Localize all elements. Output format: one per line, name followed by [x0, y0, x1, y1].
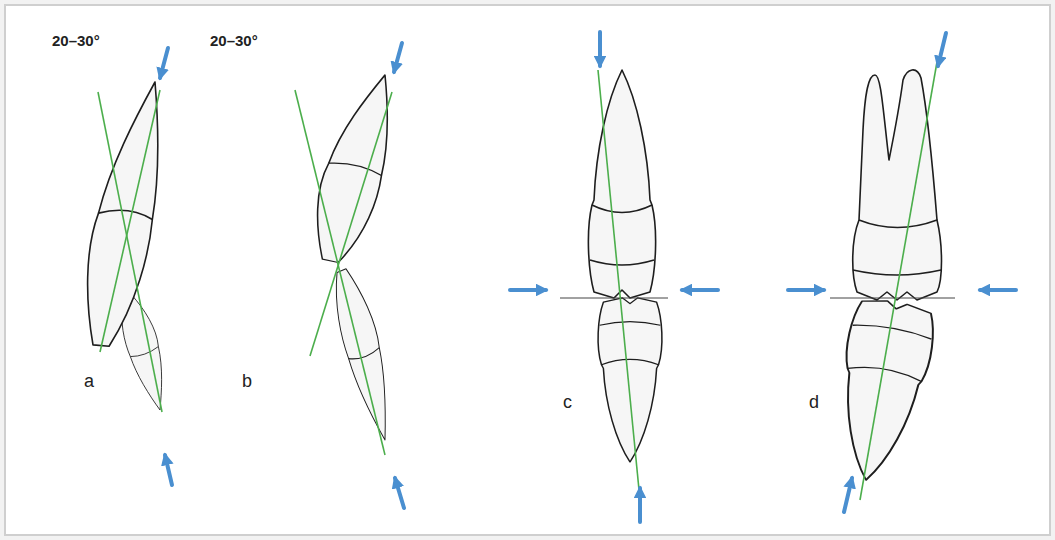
panel-letter: c — [563, 393, 572, 413]
panel-letter: a — [84, 372, 94, 392]
angle-label: 20–30° — [210, 33, 258, 50]
panel-letter: d — [809, 393, 819, 413]
angle-label: 20–30° — [52, 33, 100, 50]
panel-letter: b — [242, 372, 252, 392]
